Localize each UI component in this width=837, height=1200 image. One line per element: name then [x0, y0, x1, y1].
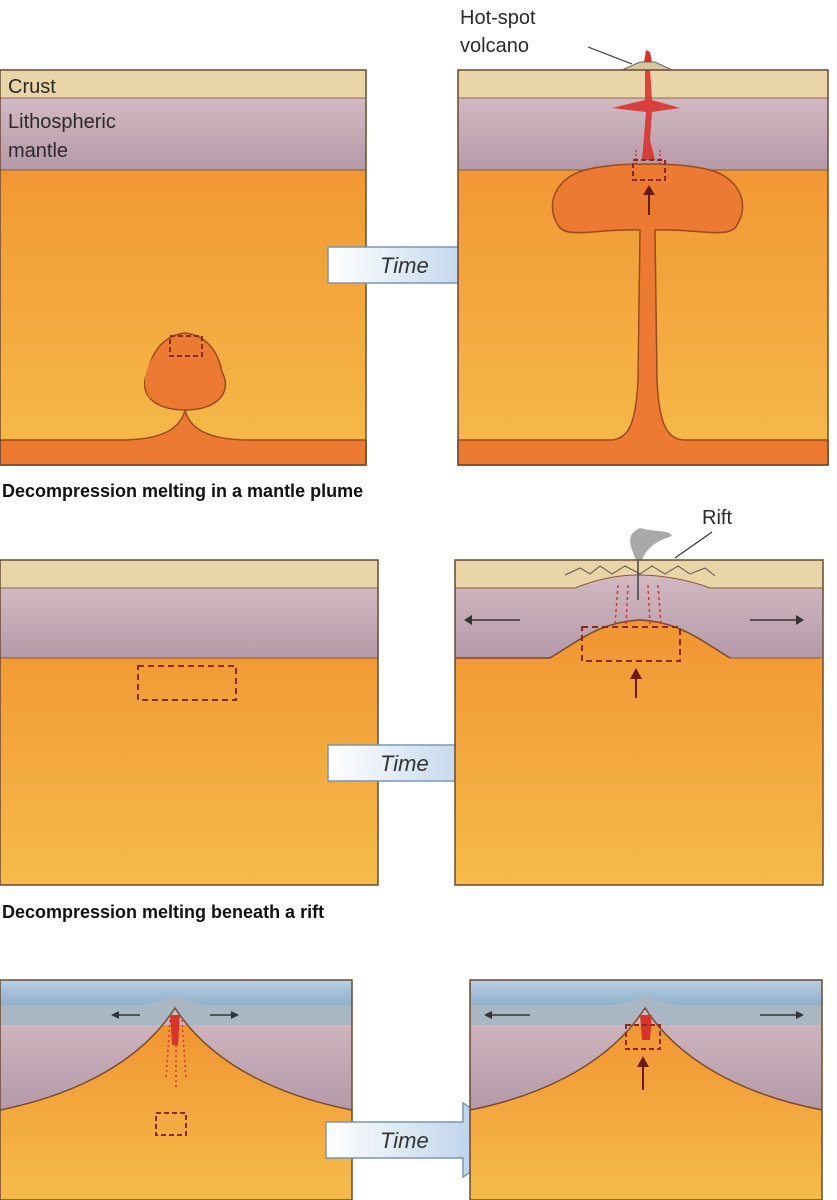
caption-plume: Decompression melting in a mantle plume [2, 481, 363, 501]
plume-panel-after: Hot-spot volcano [457, 7, 829, 466]
spreading-arrow-left [464, 615, 472, 625]
hotspot-volcano-icon [621, 50, 673, 71]
lithospheric-mantle-label-2: mantle [8, 140, 68, 162]
caption-rift: Decompression melting beneath a rift [2, 902, 324, 922]
lithospheric-mantle-label-1: Lithospheric [8, 111, 116, 133]
crust-label: Crust [8, 76, 56, 98]
volcanic-plume-icon [630, 528, 672, 560]
rift-label: Rift [702, 507, 732, 529]
rift-melt-streaks [614, 584, 662, 626]
melt-channel [612, 70, 680, 165]
ridge-panel-after [469, 979, 823, 1200]
time-label-1: Time [380, 253, 429, 278]
rift-panel-after: Rift [454, 507, 824, 886]
ridge-panel-before [0, 979, 353, 1200]
time-label-3: Time [380, 1128, 429, 1153]
rift-panel-before [0, 559, 379, 886]
melt-zone-box [137, 665, 237, 701]
hotspot-volcano-label-1: Hot-spot [460, 7, 536, 29]
lithospheric-mantle-layer [0, 98, 366, 170]
plume-panel-before: Crust Lithospheric mantle [0, 69, 367, 466]
crust-layer [0, 70, 366, 98]
melt-zone-box [169, 335, 203, 357]
spreading-arrow-right [796, 615, 804, 625]
hotspot-volcano-label-2: volcano [460, 35, 529, 57]
time-label-2: Time [380, 751, 429, 776]
